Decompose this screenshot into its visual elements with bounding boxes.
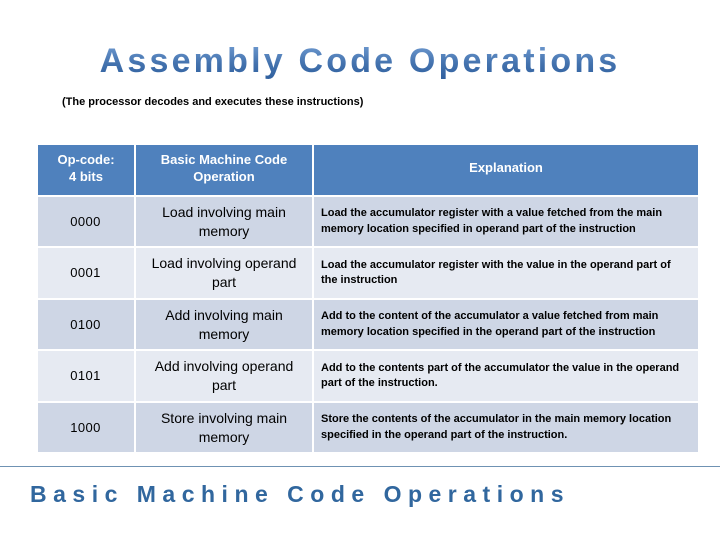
cell-opcode: 0001 [38,248,134,298]
table-header: Op-code: 4 bits Basic Machine Code Opera… [38,145,698,195]
cell-operation: Load involving operand part [136,248,312,298]
cell-explanation: Load the accumulator register with a val… [314,196,698,247]
cell-explanation: Add to the content of the accumulator a … [314,299,698,350]
table-row: 0001 Load involving operand part Load th… [38,248,698,298]
page-subtitle: (The processor decodes and executes thes… [62,96,364,108]
table-row: 0100 Add involving main memory Add to th… [38,299,698,350]
table-header-row: Op-code: 4 bits Basic Machine Code Opera… [38,145,698,195]
page-title: Assembly Code Operations [0,43,720,80]
opcode-table: Op-code: 4 bits Basic Machine Code Opera… [36,143,700,454]
column-header-explanation: Explanation [314,145,698,195]
column-header-operation-line1: Basic Machine Code [160,152,288,167]
column-header-operation: Basic Machine Code Operation [136,145,312,195]
footer-divider [0,466,720,467]
column-header-opcode-line1: Op-code: [57,152,115,167]
table-row: 1000 Store involving main memory Store t… [38,402,698,453]
cell-explanation: Store the contents of the accumulator in… [314,402,698,453]
opcode-table-container: Op-code: 4 bits Basic Machine Code Opera… [36,143,700,454]
column-header-operation-line2: Operation [193,168,255,184]
cell-operation: Store involving main memory [136,402,312,453]
table-row: 0101 Add involving operand part Add to t… [38,351,698,401]
cell-explanation: Load the accumulator register with the v… [314,248,698,298]
cell-opcode: 0101 [38,351,134,401]
table-row: 0000 Load involving main memory Load the… [38,196,698,247]
cell-opcode: 1000 [38,402,134,453]
cell-opcode: 0000 [38,196,134,247]
cell-operation: Add involving main memory [136,299,312,350]
footer-title: Basic Machine Code Operations [30,481,570,507]
cell-operation: Add involving operand part [136,351,312,401]
table-body: 0000 Load involving main memory Load the… [38,196,698,453]
cell-explanation: Add to the contents part of the accumula… [314,351,698,401]
cell-operation: Load involving main memory [136,196,312,247]
column-header-opcode: Op-code: 4 bits [38,145,134,195]
column-header-opcode-line2: 4 bits [69,168,103,184]
cell-opcode: 0100 [38,299,134,350]
